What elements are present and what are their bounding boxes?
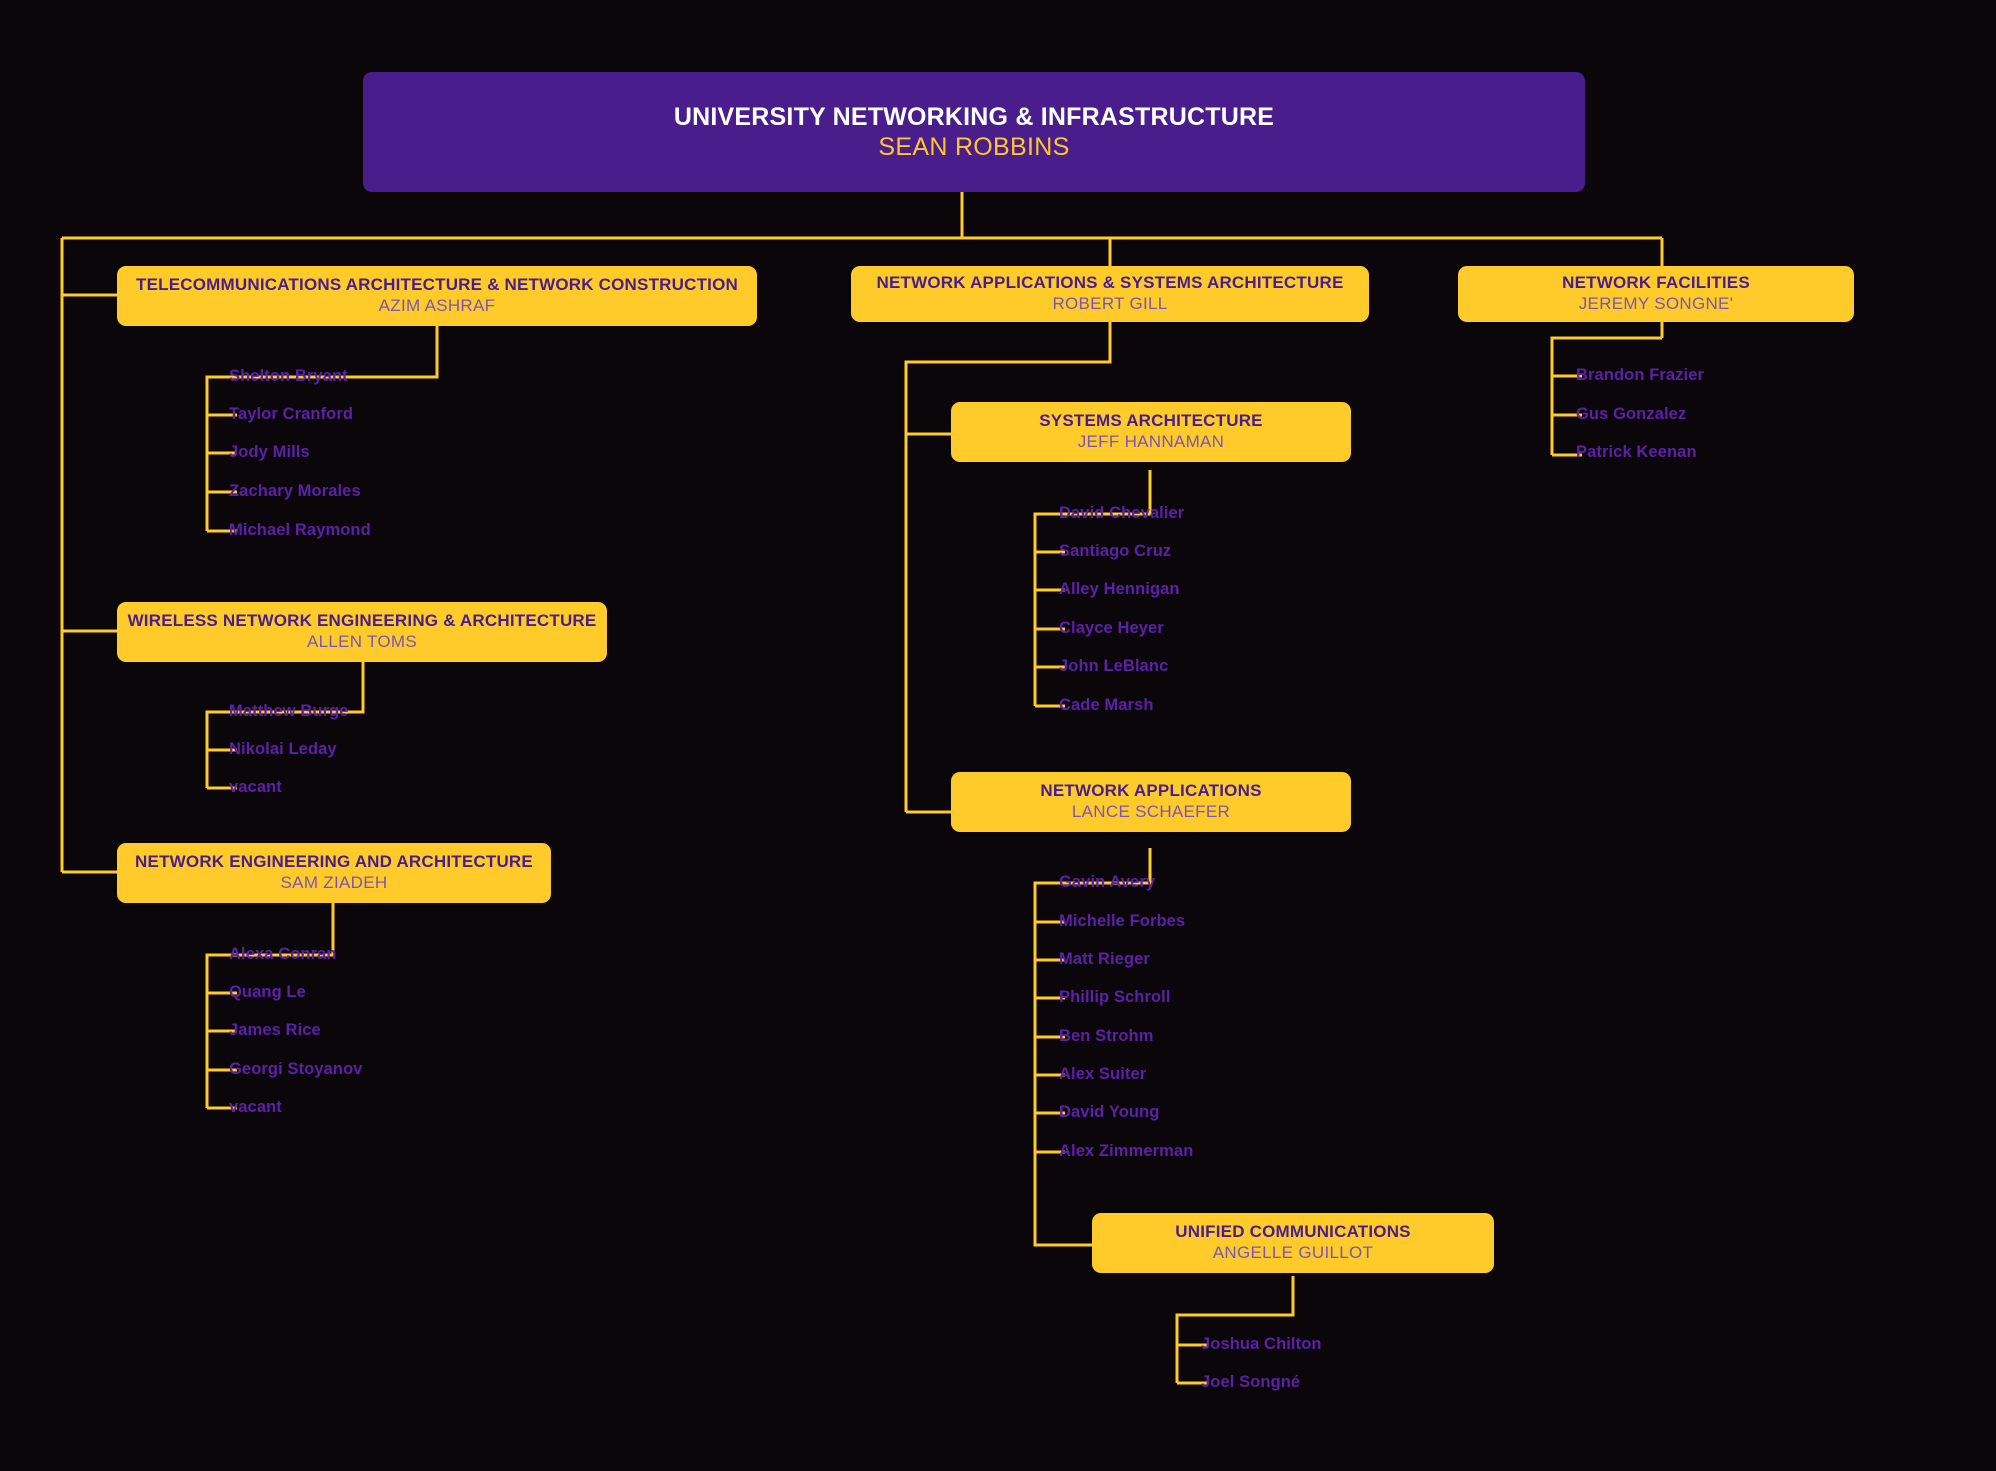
leaf-netapps-0[interactable]: Gavin Avery: [1059, 873, 1156, 891]
leaf-netengineering-4[interactable]: vacant: [229, 1098, 282, 1116]
node-network-engineering-title: NETWORK ENGINEERING AND ARCHITECTURE: [135, 852, 533, 872]
leaf-wireless-0[interactable]: Matthew Burge: [229, 702, 349, 720]
leaf-netapps-3[interactable]: Phillip Schroll: [1059, 988, 1171, 1006]
leaf-facilities-2[interactable]: Patrick Keenan: [1576, 443, 1697, 461]
node-unified-communications[interactable]: UNIFIED COMMUNICATIONS ANGELLE GUILLOT: [1092, 1213, 1494, 1273]
leaf-netapps-6[interactable]: David Young: [1059, 1103, 1160, 1121]
leaf-sysarch-5[interactable]: Cade Marsh: [1059, 696, 1154, 714]
leaf-wireless-1[interactable]: Nikolai Leday: [229, 740, 337, 758]
node-network-facilities-title: NETWORK FACILITIES: [1562, 273, 1750, 293]
leaf-netengineering-3[interactable]: Georgi Stoyanov: [229, 1060, 363, 1078]
leaf-facilities-1[interactable]: Gus Gonzalez: [1576, 405, 1687, 423]
leaf-facilities-0[interactable]: Brandon Frazier: [1576, 366, 1705, 384]
leaf-sysarch-2[interactable]: Alley Hennigan: [1059, 580, 1180, 598]
node-network-engineering-person: SAM ZIADEH: [280, 873, 388, 892]
node-wireless-person: ALLEN TOMS: [306, 632, 418, 651]
node-network-applications-title: NETWORK APPLICATIONS: [1040, 781, 1262, 801]
leaf-sysarch-3[interactable]: Clayce Heyer: [1059, 619, 1164, 637]
node-wireless-title: WIRELESS NETWORK ENGINEERING & ARCHITECT…: [127, 611, 597, 631]
node-wireless[interactable]: WIRELESS NETWORK ENGINEERING & ARCHITECT…: [117, 602, 607, 662]
node-telecom-title: TELECOMMUNICATIONS ARCHITECTURE & NETWOR…: [136, 275, 738, 295]
node-network-applications-person: LANCE SCHAEFER: [1071, 802, 1231, 821]
leaf-sysarch-4[interactable]: John LeBlanc: [1059, 657, 1169, 675]
node-network-apps-systems-architecture-title: NETWORK APPLICATIONS & SYSTEMS ARCHITECT…: [876, 273, 1344, 293]
leaf-telecom-3[interactable]: Zachary Morales: [229, 482, 361, 500]
leaf-sysarch-1[interactable]: Santiago Cruz: [1059, 542, 1172, 560]
node-telecom-person: AZIM ASHRAF: [378, 296, 496, 315]
leaf-unifiedcomms-1[interactable]: Joel Songné: [1201, 1373, 1301, 1391]
node-root-title: UNIVERSITY NETWORKING & INFRASTRUCTURE: [673, 102, 1275, 131]
leaf-netapps-1[interactable]: Michelle Forbes: [1059, 912, 1186, 930]
node-network-facilities[interactable]: NETWORK FACILITIES JEREMY SONGNE': [1458, 266, 1854, 322]
leaf-unifiedcomms-0[interactable]: Joshua Chilton: [1201, 1335, 1322, 1353]
leaf-netengineering-0[interactable]: Alexa Conran: [229, 945, 337, 963]
node-network-facilities-person: JEREMY SONGNE': [1578, 294, 1734, 313]
leaf-netapps-7[interactable]: Alex Zimmerman: [1059, 1142, 1194, 1160]
node-network-apps-systems-architecture[interactable]: NETWORK APPLICATIONS & SYSTEMS ARCHITECT…: [851, 266, 1369, 322]
node-root-person: SEAN ROBBINS: [878, 133, 1070, 161]
leaf-telecom-2[interactable]: Jody Mills: [229, 443, 310, 461]
leaf-netapps-5[interactable]: Alex Suiter: [1059, 1065, 1147, 1083]
leaf-netapps-2[interactable]: Matt Rieger: [1059, 950, 1150, 968]
node-network-apps-systems-architecture-person: ROBERT GILL: [1052, 294, 1168, 313]
node-systems-architecture[interactable]: SYSTEMS ARCHITECTURE JEFF HANNAMAN: [951, 402, 1351, 462]
leaf-netengineering-1[interactable]: Quang Le: [229, 983, 306, 1001]
node-systems-architecture-title: SYSTEMS ARCHITECTURE: [1039, 411, 1263, 431]
node-network-engineering[interactable]: NETWORK ENGINEERING AND ARCHITECTURE SAM…: [117, 843, 551, 903]
leaf-wireless-2[interactable]: vacant: [229, 778, 282, 796]
leaf-telecom-0[interactable]: Shelton Bryant: [229, 367, 348, 385]
leaf-sysarch-0[interactable]: David Chevalier: [1059, 504, 1185, 522]
node-unified-communications-title: UNIFIED COMMUNICATIONS: [1175, 1222, 1411, 1242]
node-root[interactable]: UNIVERSITY NETWORKING & INFRASTRUCTURE S…: [363, 72, 1585, 192]
leaf-netengineering-2[interactable]: James Rice: [229, 1021, 321, 1039]
node-network-applications[interactable]: NETWORK APPLICATIONS LANCE SCHAEFER: [951, 772, 1351, 832]
leaf-telecom-1[interactable]: Taylor Cranford: [229, 405, 354, 423]
node-telecom[interactable]: TELECOMMUNICATIONS ARCHITECTURE & NETWOR…: [117, 266, 757, 326]
node-unified-communications-person: ANGELLE GUILLOT: [1212, 1243, 1374, 1262]
node-systems-architecture-person: JEFF HANNAMAN: [1077, 432, 1225, 451]
leaf-netapps-4[interactable]: Ben Strohm: [1059, 1027, 1154, 1045]
leaf-telecom-4[interactable]: Michael Raymond: [229, 521, 371, 539]
